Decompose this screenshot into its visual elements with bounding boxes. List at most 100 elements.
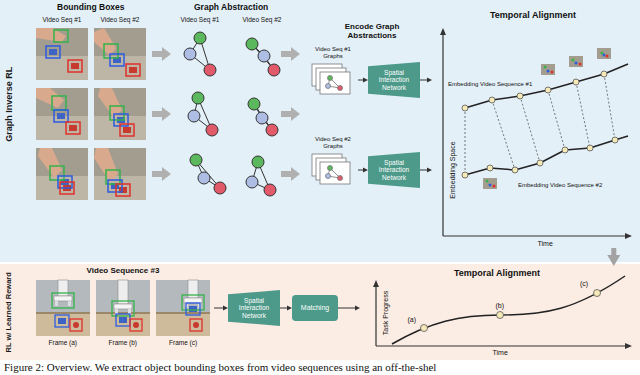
network-shape [228,290,280,326]
connector-line [420,170,428,171]
embedding-point [462,105,468,111]
alignment-link [492,100,515,170]
object-graph [188,110,200,122]
graph-thumbnail [338,86,343,91]
object-graph [258,50,270,62]
connector-line [358,170,364,171]
flow-arrow [281,107,300,121]
point-label: (b) [496,302,505,310]
bounding-box-photo [116,184,130,196]
progress-curve [392,276,625,344]
plot-axis [625,343,632,349]
connector-line [214,308,224,309]
graph-thumbnail [326,84,331,89]
embedding-point [512,167,518,173]
robot-frame [58,318,66,324]
bounding-box-photo [36,88,88,140]
bounding-box-photo [94,28,146,80]
block-label: Spatial Interaction Network [371,69,417,91]
connector-arrow [358,78,368,83]
graph-thumbnail [320,72,350,94]
frame-label: Frame (c) [169,339,197,346]
object-graph [206,124,218,136]
plot-axis [625,233,632,239]
bounding-box-photo [46,46,60,58]
embedding-point [517,93,523,99]
alignment-link [520,96,540,163]
connector-line [358,80,364,81]
network-block: Spatial Interaction Network [228,290,280,326]
embedding-point [587,145,593,151]
section-title: RL w/ Learned Reward [5,272,14,352]
axis-label: Time [493,349,508,357]
connector-arrow [420,168,432,173]
connector-line [338,308,356,309]
alignment-link [604,74,615,140]
connector-line [280,308,288,309]
object-graph [194,32,206,44]
bounding-box-photo [94,148,146,200]
flow-arrow [152,47,300,181]
graph-thumbnail [338,176,343,181]
embedding-point [601,71,607,77]
robot-frame [156,280,210,336]
frame-thumbnail [483,178,497,189]
embedding-point [462,172,468,178]
frame-label: Frame (b) [109,339,138,346]
frame-thumbnail [597,48,611,59]
bounding-box-photo [129,67,137,73]
plot-title: Temporal Alignment [360,268,634,278]
graph-thumbnail [328,166,333,171]
robot-frame [156,312,210,314]
bounding-box-photo [36,116,88,140]
object-graph [184,32,280,196]
embedding-point [612,137,618,143]
frame-thumbnail [551,71,554,74]
frame-thumbnail [569,56,583,67]
robot-frame [52,293,74,308]
axis-label: Time [538,240,553,248]
sequence-label: Video Seq #1 [43,16,82,23]
column-heading: Graph Abstraction [194,3,268,13]
plot-axis [373,280,632,349]
object-graph [184,48,196,60]
bounding-box-photo [94,88,146,140]
frame-label: Frame (a) [49,339,78,346]
embedding-point [462,71,618,178]
bounding-box-photo [120,124,134,136]
sequence-title: Video Sequence #3 [32,266,214,275]
network-shape [368,152,420,188]
frame-thumbnail [489,184,492,187]
object-graph [190,154,202,166]
flow-arrow [281,47,300,61]
bounding-box-photo [69,125,77,131]
axis-label: Embedding Space [448,141,456,198]
column-heading: Encode Graph Abstractions [335,22,409,40]
point-label: (c) [580,280,588,288]
robot-frame [115,309,118,314]
bounding-box-photo [71,63,79,69]
bounding-box-photo [123,127,131,133]
robot-frame [36,312,90,336]
robot-frame [133,322,139,328]
connector-line [611,248,616,257]
flow-arrow [152,47,171,61]
flow-arrow [152,167,171,181]
robot-frame [156,312,210,336]
block-label: Matching [295,304,335,312]
object-graph [248,98,260,110]
robot-frame [36,312,90,314]
object-graph [264,184,276,196]
embedding-point [537,160,543,166]
robot-frame [96,280,150,336]
progress-point [421,290,601,332]
bounding-box-photo [94,176,146,200]
figure-caption: Figure 2: Overview. We extract object bo… [4,361,436,374]
sequence-label: Video Seq #2 [243,16,282,23]
alignment-link [548,90,565,150]
object-graph [246,38,258,50]
robot-frame [156,280,210,336]
bounding-box-photo [54,30,68,42]
bounding-box-photo [50,166,64,180]
bounding-box-photo [52,96,66,110]
